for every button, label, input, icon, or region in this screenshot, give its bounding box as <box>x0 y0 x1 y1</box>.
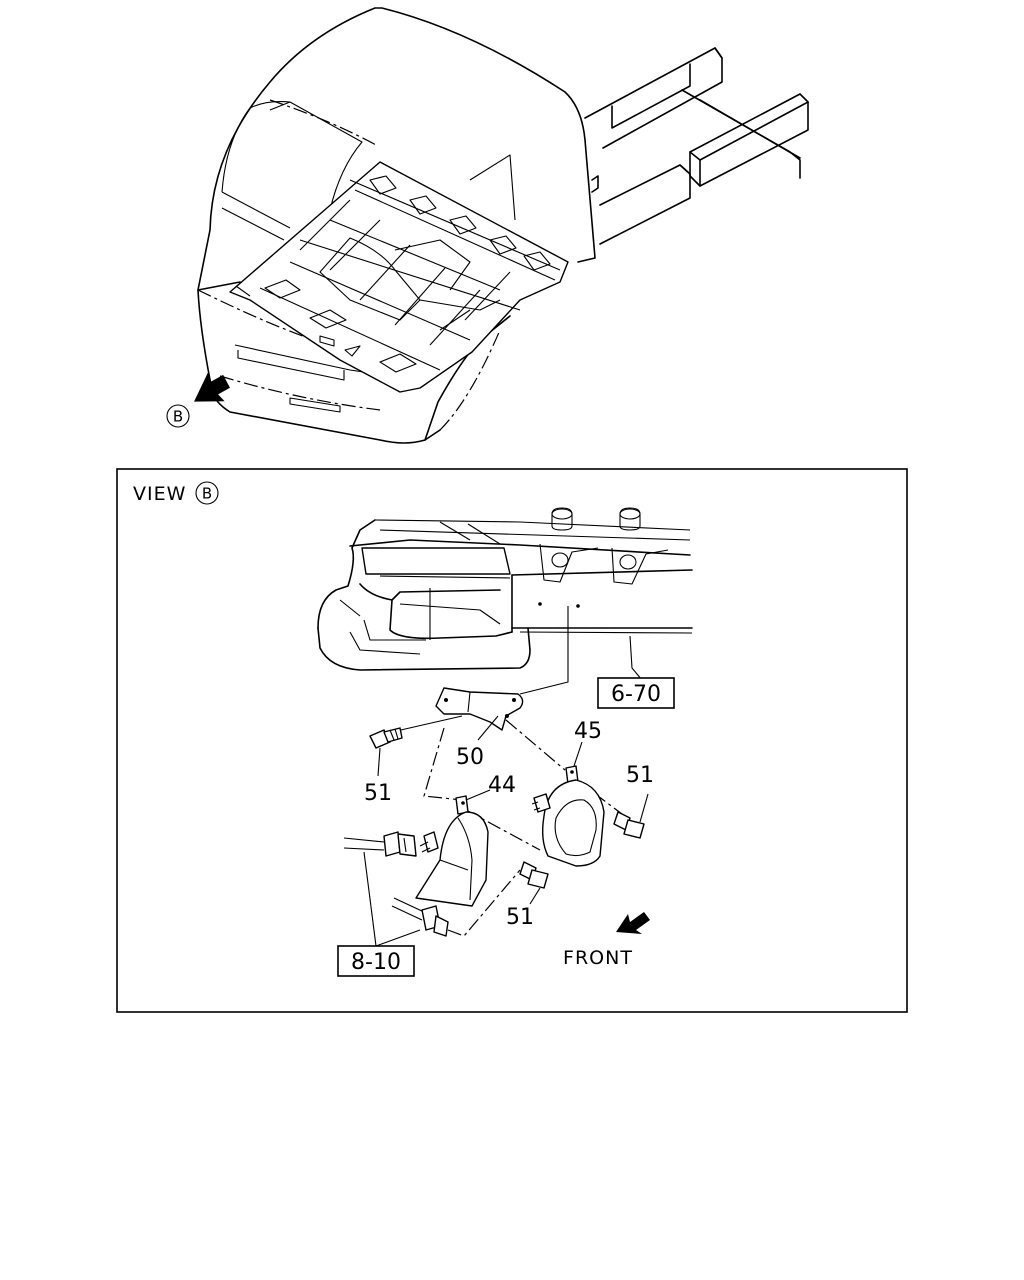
bolt-horn-high <box>613 811 645 839</box>
harness-connector-upper <box>343 831 417 857</box>
align-line-low <box>423 727 463 801</box>
detail-view-frame <box>116 468 908 1013</box>
bolt-bracket <box>369 715 463 749</box>
label-bracket: 50 <box>456 745 484 770</box>
leader-horn-low <box>465 789 491 801</box>
bolt-horn-low <box>519 861 549 889</box>
front-direction-arrow <box>616 912 650 934</box>
view-b-marker-top: B <box>173 408 183 426</box>
align-line-high <box>505 719 566 771</box>
chassis-frame <box>584 47 809 245</box>
horn-high <box>531 765 605 867</box>
cab-chassis-illustration: B <box>166 7 809 444</box>
leader-harness-b <box>375 929 421 947</box>
leader-bolt-horn-low <box>529 887 541 905</box>
leader-bolt-bracket <box>377 747 381 777</box>
leader-frame-bracket <box>519 606 569 695</box>
align-line-harness <box>447 869 521 937</box>
view-title: VIEW <box>133 483 186 505</box>
harness-connector-lower <box>391 897 449 937</box>
ref-label-harness: 8-10 <box>351 950 401 975</box>
leader-bracket <box>477 715 499 741</box>
label-bolt-horn-high: 51 <box>626 763 654 788</box>
leader-bolt-horn-high <box>639 793 649 823</box>
align-line-bolt-low <box>465 809 541 851</box>
view-title-marker-circle <box>195 481 219 505</box>
ref-label-frame: 6-70 <box>611 682 661 707</box>
ref-box-harness <box>337 945 415 977</box>
label-bolt-bracket: 51 <box>364 781 392 806</box>
leader-horn-high <box>573 741 583 767</box>
view-title-marker: B <box>202 485 212 503</box>
label-horn-low: 44 <box>488 773 516 798</box>
leader-harness-a <box>363 851 377 947</box>
label-horn-high: 45 <box>574 719 602 744</box>
cab-floor-panel <box>229 161 569 393</box>
view-b-arrow: B <box>166 371 230 428</box>
label-bolt-horn-low: 51 <box>506 905 534 930</box>
ref-box-frame <box>597 677 675 709</box>
front-frame-assembly <box>317 507 693 671</box>
leader-ref-frame <box>629 635 643 681</box>
horn-low <box>415 795 489 907</box>
front-label: FRONT <box>563 947 633 969</box>
